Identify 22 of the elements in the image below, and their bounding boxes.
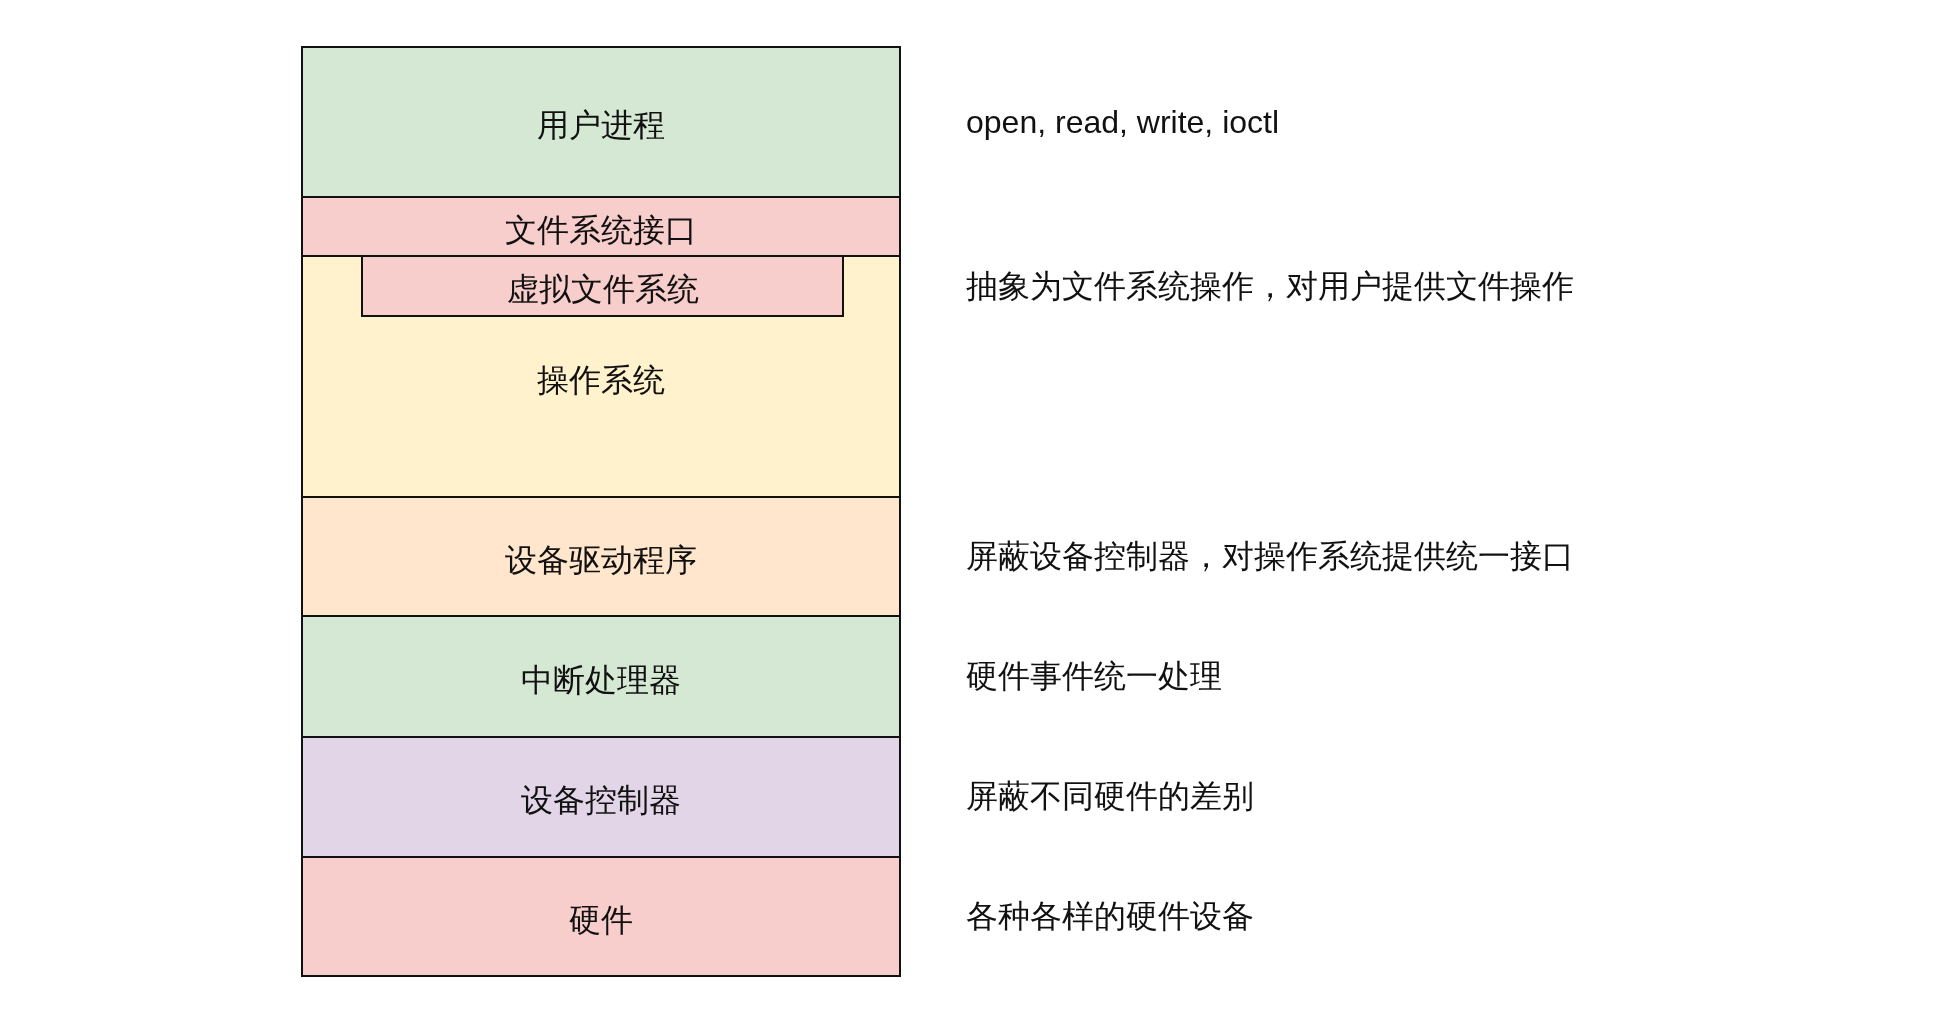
- layer-label: 用户进程: [536, 106, 666, 145]
- layer-label: 硬件: [568, 900, 634, 940]
- layer-label: 操作系统: [536, 361, 666, 400]
- layer-box: [301, 496, 901, 617]
- layer-label: 中断处理器: [520, 660, 682, 700]
- layer-box: [301, 255, 901, 498]
- description-text: 硬件事件统一处理: [966, 656, 1222, 696]
- description-text: open, read, write, ioctl: [966, 103, 1280, 141]
- description-text: 抽象为文件系统操作，对用户提供文件操作: [966, 267, 1574, 306]
- layer-label: 设备控制器: [520, 781, 682, 820]
- layer-box: [361, 255, 844, 317]
- description-text: 屏蔽设备控制器，对操作系统提供统一接口: [966, 536, 1574, 576]
- layer-box: [301, 736, 901, 858]
- layer-label: 虚拟文件系统: [505, 270, 700, 309]
- description-text: 屏蔽不同硬件的差别: [966, 777, 1254, 816]
- layer-box: [301, 615, 901, 738]
- layer-box: [301, 856, 901, 977]
- layer-label: 文件系统接口: [504, 210, 698, 250]
- layer-box: [301, 196, 901, 257]
- layer-label: 设备驱动程序: [504, 540, 698, 580]
- layer-box: [301, 46, 901, 198]
- description-text: 各种各样的硬件设备: [966, 896, 1254, 936]
